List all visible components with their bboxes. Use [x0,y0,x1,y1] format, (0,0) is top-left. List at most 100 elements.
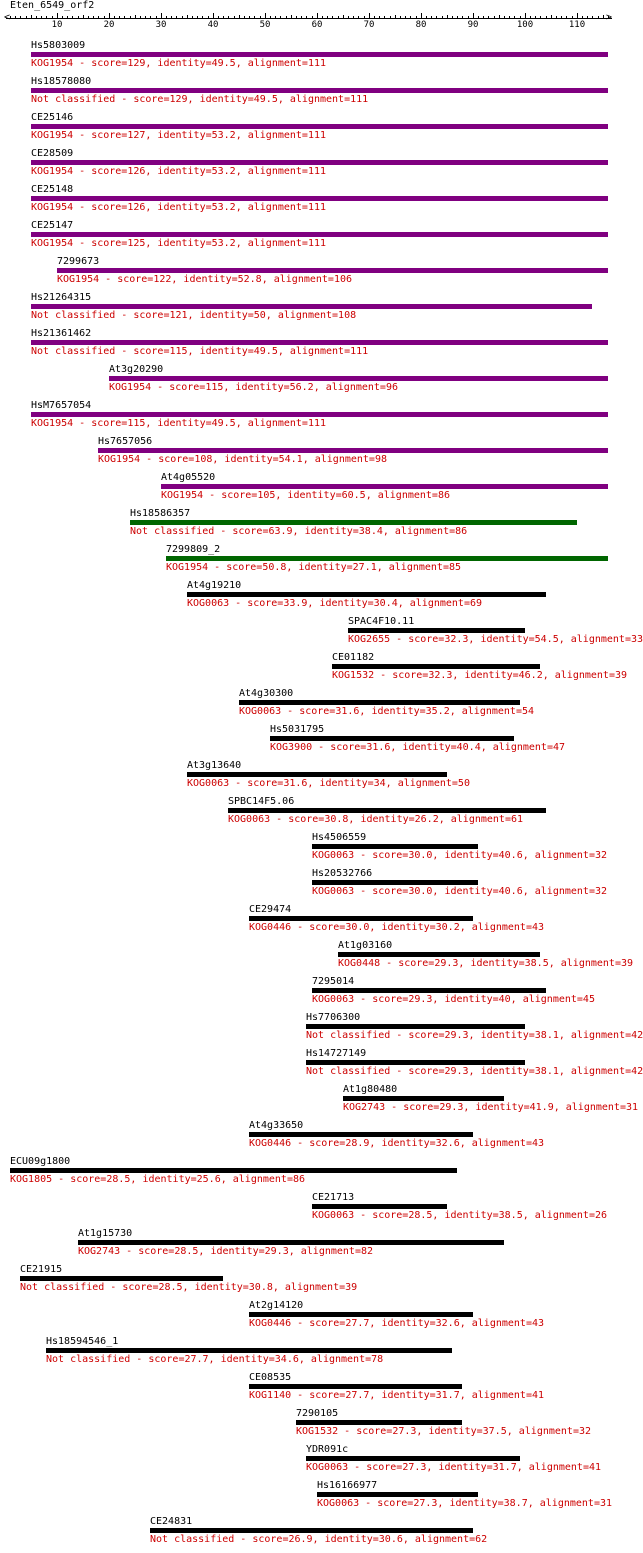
hit-name: Hs5031795 [270,724,325,735]
hit-bar[interactable] [10,1168,457,1173]
hit-description: KOG1954 - score=125, identity=53.2, alig… [31,238,327,249]
hit-bar[interactable] [306,1456,520,1461]
axis-tick [306,16,307,19]
hit-name: Hs5803009 [31,40,86,51]
hit-name: At3g20290 [109,364,164,375]
hit-description: KOG1140 - score=27.7, identity=31.7, ali… [249,1390,545,1401]
hit-bar[interactable] [306,1024,525,1029]
axis-tick [254,16,255,19]
hit-name: Hs21264315 [31,292,92,303]
hit-bar[interactable] [249,1384,462,1389]
axis-tick [592,16,593,19]
hit-bar[interactable] [31,88,608,93]
hit-bar[interactable] [306,1060,525,1065]
hit-name: Hs18594546_1 [46,1336,119,1347]
hit-bar[interactable] [187,772,447,777]
hit-bar[interactable] [31,412,608,417]
hit-bar[interactable] [31,160,608,165]
hit-bar[interactable] [312,880,478,885]
hit-bar[interactable] [312,844,478,849]
hit-bar[interactable] [312,1204,447,1209]
axis-tick [426,16,427,19]
axis-tick [603,15,604,19]
axis-tick [244,16,245,19]
hit-bar[interactable] [31,124,608,129]
hit-bar[interactable] [332,664,540,669]
hit-bar[interactable] [78,1240,504,1245]
hit-description: KOG0446 - score=27.7, identity=32.6, ali… [249,1318,545,1329]
axis-tick [104,16,105,19]
axis-tick [598,16,599,19]
axis-tick [540,16,541,19]
hit-bar[interactable] [348,628,525,633]
axis-tick [280,16,281,19]
hit-name: Hs18578080 [31,76,92,87]
hit-description: KOG0446 - score=28.9, identity=32.6, ali… [249,1138,545,1149]
hit-bar[interactable] [130,520,577,525]
axis-tick-label: 70 [363,20,375,30]
hit-bar[interactable] [239,700,520,705]
axis-tick [384,16,385,19]
axis-tick [561,16,562,19]
hit-description: KOG1954 - score=122, identity=52.8, alig… [57,274,353,285]
hit-bar[interactable] [31,52,608,57]
hit-description: KOG1954 - score=115, identity=49.5, alig… [31,418,327,429]
hit-description: Not classified - score=28.5, identity=30… [20,1282,358,1293]
hit-bar[interactable] [98,448,608,453]
hit-bar[interactable] [46,1348,452,1353]
hit-bar[interactable] [270,736,514,741]
hit-name: At2g14120 [249,1300,304,1311]
axis-tick [442,16,443,19]
axis-tick-label: 10 [51,20,63,30]
axis-tick-label: 40 [207,20,219,30]
axis-tick [187,15,188,19]
hit-bar[interactable] [57,268,608,273]
hit-bar[interactable] [31,304,592,309]
hit-description: KOG1954 - score=105, identity=60.5, alig… [161,490,450,501]
hit-name: Hs7706300 [306,1012,361,1023]
hit-bar[interactable] [31,340,608,345]
hit-bar[interactable] [150,1528,473,1533]
hit-description: KOG1954 - score=129, identity=49.5, alig… [31,58,327,69]
hit-description: Not classified - score=29.3, identity=38… [306,1066,643,1077]
axis-tick [525,13,526,19]
axis-tick [26,16,27,19]
hit-bar[interactable] [343,1096,504,1101]
axis-tick [520,16,521,19]
hit-bar[interactable] [296,1420,462,1425]
axis-tick-label: 110 [568,20,586,30]
axis-tick [93,16,94,19]
hit-name: CE25146 [31,112,74,123]
hit-bar[interactable] [228,808,546,813]
hit-bar[interactable] [312,988,546,993]
axis-tick [499,15,500,19]
hit-name: Hs20532766 [312,868,373,879]
axis-tick [551,15,552,19]
hit-bar[interactable] [31,232,608,237]
hit-bar[interactable] [249,916,473,921]
axis-tick [608,16,609,19]
hit-bar[interactable] [317,1492,478,1497]
axis-tick [566,16,567,19]
axis-tick [202,16,203,19]
hit-bar[interactable] [187,592,546,597]
hit-name: Hs7657056 [98,436,153,447]
axis-tick [182,16,183,19]
axis-tick-label: 100 [516,20,534,30]
hit-bar[interactable] [166,556,608,561]
hit-bar[interactable] [31,196,608,201]
hit-bar[interactable] [161,484,608,489]
hit-bar[interactable] [109,376,608,381]
axis-tick [332,16,333,19]
hit-bar[interactable] [338,952,540,957]
axis-tick [410,16,411,19]
axis-tick [275,16,276,19]
hit-description: KOG1954 - score=115, identity=56.2, alig… [109,382,398,393]
axis-tick [478,16,479,19]
axis-tick [291,15,292,19]
hit-bar[interactable] [249,1312,473,1317]
axis-tick [270,16,271,19]
hit-description: KOG0063 - score=30.0, identity=40.6, ali… [312,850,608,861]
hit-bar[interactable] [20,1276,223,1281]
hit-bar[interactable] [249,1132,473,1137]
